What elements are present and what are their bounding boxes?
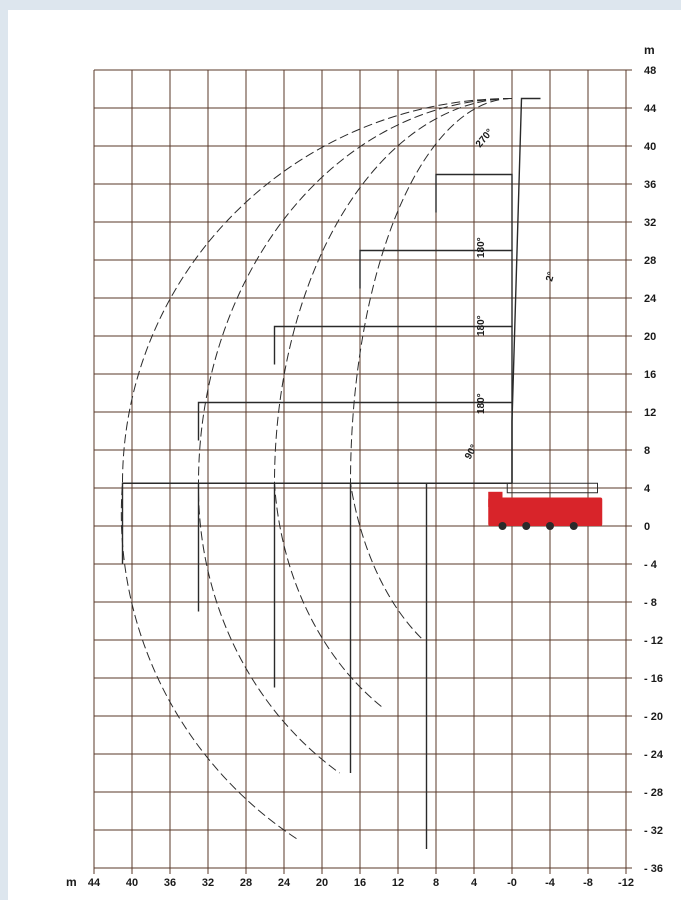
- x-tick-label: 16: [354, 877, 366, 889]
- y-tick-label: 32: [644, 217, 656, 229]
- y-tick-label: 40: [644, 141, 656, 153]
- y-tick-label: - 4: [644, 559, 658, 571]
- y-tick-label: 48: [644, 65, 656, 77]
- pump-truck: [488, 482, 603, 530]
- reach-envelope-curves: [120, 98, 513, 840]
- angle-label-180-lower: 180°: [476, 393, 487, 414]
- x-tick-label: 36: [164, 877, 176, 889]
- truck-cab: [488, 491, 503, 507]
- y-tick-label: 16: [644, 369, 656, 381]
- x-tick-label: 40: [126, 877, 138, 889]
- truck-wheel: [546, 522, 554, 530]
- x-tick-label: 44: [88, 877, 101, 889]
- grid-lines: [93, 69, 627, 869]
- boom-horizontal-down-9: [425, 482, 512, 849]
- boom-horizontal-down-25: [273, 482, 512, 688]
- x-axis-ticks: 44 40 36 32 28 24 20 16 12 8 4 -0 -4 -8 -12: [88, 868, 634, 889]
- y-tick-label: - 28: [644, 787, 663, 799]
- folded-boom: [506, 482, 598, 494]
- y-tick-label: 36: [644, 179, 656, 191]
- y-tick-label: - 24: [644, 749, 664, 761]
- boom-fold-29: [359, 249, 513, 327]
- x-tick-label: -12: [618, 877, 634, 889]
- x-tick-label: 24: [278, 877, 291, 889]
- x-tick-label: 12: [392, 877, 404, 889]
- boom-fold-21: [273, 325, 513, 403]
- y-tick-label: 8: [644, 445, 650, 457]
- y-tick-label: - 32: [644, 825, 663, 837]
- y-tick-label: 4: [644, 483, 651, 495]
- reach-envelope-curve: [349, 98, 513, 641]
- x-tick-label: 32: [202, 877, 214, 889]
- reach-envelope-curve: [197, 98, 513, 774]
- truck-wheel: [569, 522, 578, 530]
- y-tick-label: 20: [644, 331, 656, 343]
- x-tick-label: 20: [316, 877, 328, 889]
- angle-label-180-upper: 180°: [476, 237, 487, 258]
- y-axis-unit: m: [644, 43, 655, 57]
- y-tick-label: 0: [644, 521, 650, 533]
- y-tick-label: - 20: [644, 711, 663, 723]
- x-tick-label: -4: [545, 877, 556, 889]
- boom-fold-37: [435, 173, 513, 251]
- y-tick-label: - 16: [644, 673, 663, 685]
- y-tick-label: - 8: [644, 597, 657, 609]
- truck-wheel: [522, 522, 531, 530]
- boom-vertical: [511, 97, 541, 484]
- truck-wheel: [498, 522, 507, 530]
- y-tick-label: 44: [644, 103, 657, 115]
- boom-positions: [121, 97, 541, 849]
- x-tick-label: 8: [433, 877, 439, 889]
- boom-horizontal-down-41: [121, 482, 512, 564]
- y-tick-label: 12: [644, 407, 656, 419]
- angle-label-2: 2°: [544, 271, 557, 283]
- x-tick-label: 4: [471, 877, 478, 889]
- reach-envelope-curve: [120, 98, 513, 840]
- angle-label-90: 90°: [463, 443, 480, 462]
- angle-label-180-middle: 180°: [476, 315, 487, 336]
- boom-fold-13: [197, 401, 513, 484]
- y-tick-label: 24: [644, 293, 657, 305]
- y-tick-label: - 12: [644, 635, 663, 647]
- x-tick-label: -8: [583, 877, 593, 889]
- x-tick-label: 28: [240, 877, 252, 889]
- truck-body: [488, 497, 603, 526]
- reach-envelope-curve: [273, 98, 513, 707]
- x-tick-label: -0: [507, 877, 517, 889]
- boom-horizontal-down-17: [349, 482, 512, 773]
- x-axis-unit: m: [66, 875, 77, 889]
- y-tick-label: 28: [644, 255, 656, 267]
- y-tick-label: - 36: [644, 863, 663, 875]
